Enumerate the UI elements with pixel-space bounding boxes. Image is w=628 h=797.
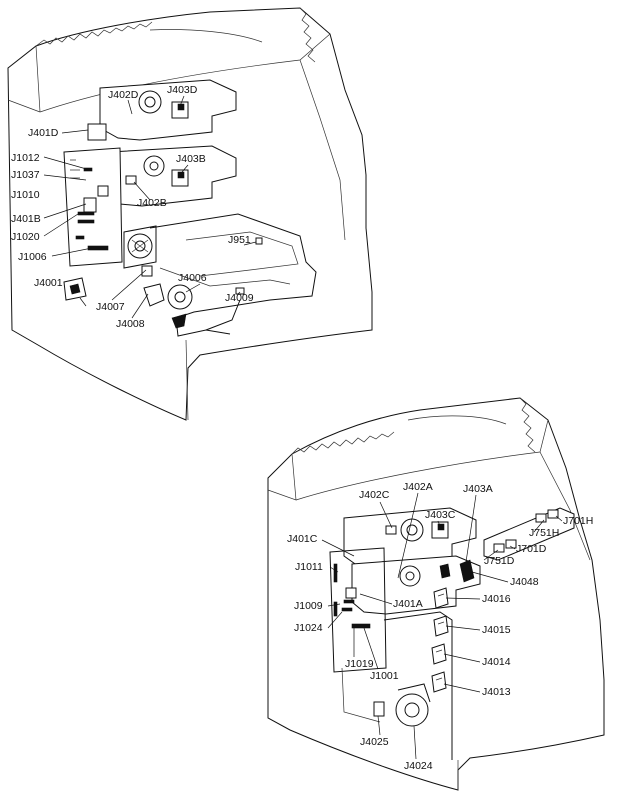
label-j1019: J1019 — [345, 658, 374, 670]
label-j4014: J4014 — [482, 656, 511, 668]
label-j701h: J701H — [563, 515, 593, 527]
label-j4001: J4001 — [34, 277, 63, 289]
label-j4048: J4048 — [510, 576, 539, 588]
label-j951: J951 — [228, 234, 251, 246]
top-view-leader-lines — [43, 95, 257, 319]
bottom-view-leader-lines — [321, 492, 563, 760]
label-j401c: J401C — [287, 533, 318, 545]
label-j403b: J403B — [176, 153, 206, 165]
label-j402b: J402B — [137, 197, 167, 209]
label-j401d: J401D — [28, 127, 59, 139]
label-j1011: J1011 — [295, 561, 323, 573]
bottom-printer-drawing — [267, 397, 605, 791]
label-j4013: J4013 — [482, 686, 511, 698]
label-j4024: J4024 — [404, 760, 433, 772]
label-j401a: J401A — [393, 598, 423, 610]
label-j4006: J4006 — [178, 272, 207, 284]
label-j1037: J1037 — [11, 169, 40, 181]
label-j403a: J403A — [463, 483, 493, 495]
top-printer-drawing — [7, 7, 373, 421]
label-j403c: J403C — [425, 509, 456, 521]
label-j402a: J402A — [403, 481, 433, 493]
bottom-view-labels: J402A J403A J402C J403C J701H J751H J401… — [287, 481, 593, 772]
label-j4016: J4016 — [482, 593, 511, 605]
label-j4007: J4007 — [96, 301, 125, 313]
right-frame-connectors — [431, 587, 449, 693]
label-j403d: J403D — [167, 84, 198, 96]
label-j1020: J1020 — [11, 231, 40, 243]
label-j701d: J701D — [516, 543, 547, 555]
label-j1010: J1010 — [11, 189, 40, 201]
label-j1012: J1012 — [11, 152, 40, 164]
label-j1001: J1001 — [370, 670, 399, 682]
label-j402d: J402D — [108, 89, 139, 101]
label-j4009: J4009 — [225, 292, 254, 304]
label-j1006: J1006 — [18, 251, 47, 263]
label-j4015: J4015 — [482, 624, 511, 636]
label-j4025: J4025 — [360, 736, 389, 748]
label-j402c: J402C — [359, 489, 390, 501]
label-j401b: J401B — [11, 213, 41, 225]
label-j751d: J751D — [484, 555, 515, 567]
label-j1024: J1024 — [294, 622, 323, 634]
label-j751h: J751H — [529, 527, 559, 539]
label-j4008: J4008 — [116, 318, 145, 330]
label-j1009: J1009 — [294, 600, 323, 612]
top-view-labels: J402D J403D J401D J1012 J403B J1037 J101… — [11, 84, 254, 330]
